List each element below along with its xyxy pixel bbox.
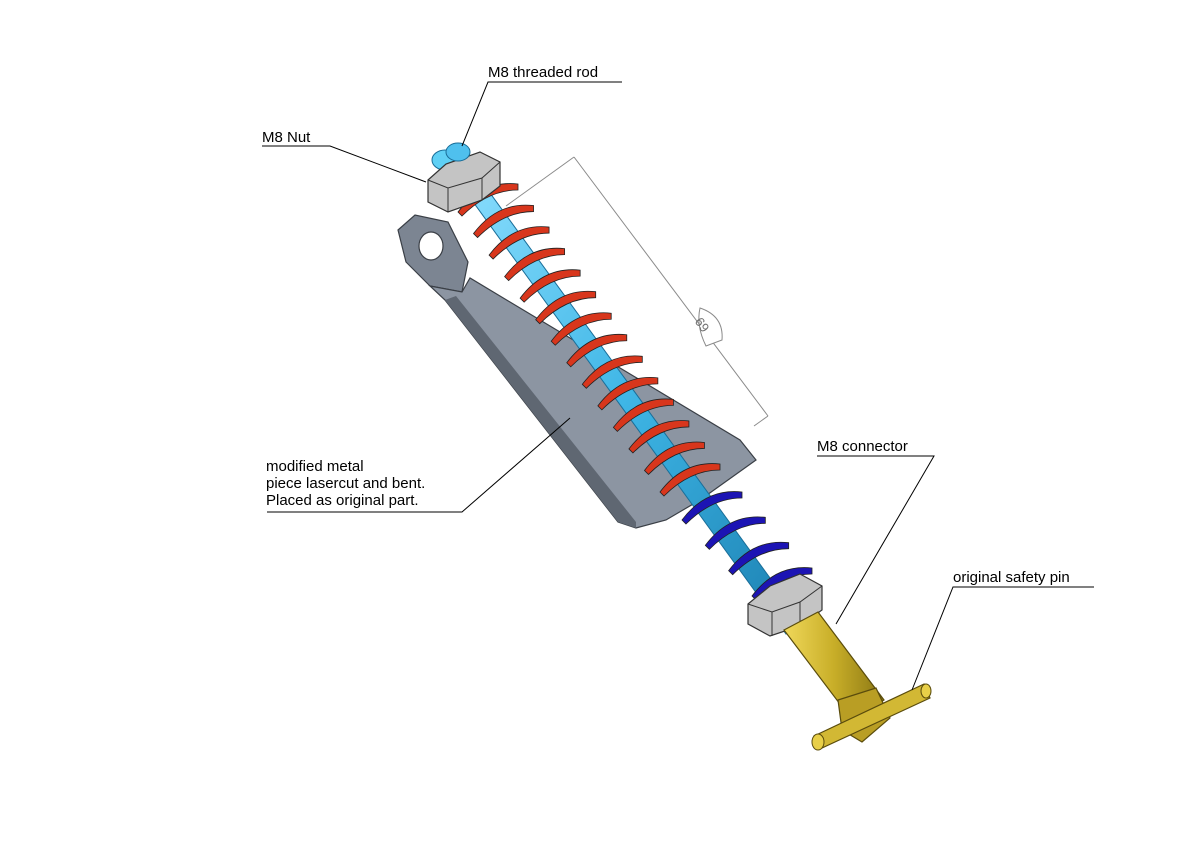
spring-coil xyxy=(643,441,705,476)
label-metal-line-1: modified metal xyxy=(266,458,364,475)
leader-metal-piece xyxy=(267,417,571,513)
spring-coil xyxy=(566,333,628,368)
spring-coil xyxy=(581,355,643,389)
leader-threaded-rod xyxy=(461,81,622,147)
spring-coil xyxy=(704,516,766,550)
leader-nut xyxy=(262,145,427,183)
spring-upper xyxy=(457,183,721,497)
spring-coil xyxy=(597,377,659,411)
leader-safety-pin xyxy=(911,586,1094,691)
dimension-value: 69 xyxy=(692,315,713,336)
spring-coil xyxy=(628,420,690,454)
label-nut: M8 Nut xyxy=(262,129,311,146)
leader-lines xyxy=(262,81,1094,691)
spring-coil xyxy=(504,247,566,282)
spring-coil xyxy=(612,398,674,432)
label-metal-line-3: Placed as original part. xyxy=(266,492,419,509)
leader-connector xyxy=(817,455,935,625)
spring-coil xyxy=(728,541,790,576)
label-metal-line-2: piece lasercut and bent. xyxy=(266,475,426,492)
label-threaded-rod: M8 threaded rod xyxy=(488,64,599,81)
spring-coil xyxy=(535,290,597,325)
safety-pin xyxy=(811,683,932,751)
spring-coil xyxy=(681,491,743,525)
spring-coil xyxy=(550,312,612,346)
metal-bracket xyxy=(397,214,757,529)
bracket-hole xyxy=(418,231,444,261)
spring-coil xyxy=(473,204,534,239)
spring-coil xyxy=(659,463,721,497)
dimension-69: 69 xyxy=(505,156,769,427)
label-safety-pin: original safety pin xyxy=(953,569,1070,586)
label-metal-piece: modified metal piece lasercut and bent. … xyxy=(266,458,425,509)
label-connector: M8 connector xyxy=(817,438,908,455)
top-nut xyxy=(427,142,501,213)
spring-coil xyxy=(519,269,581,303)
spring-coil xyxy=(488,226,550,260)
